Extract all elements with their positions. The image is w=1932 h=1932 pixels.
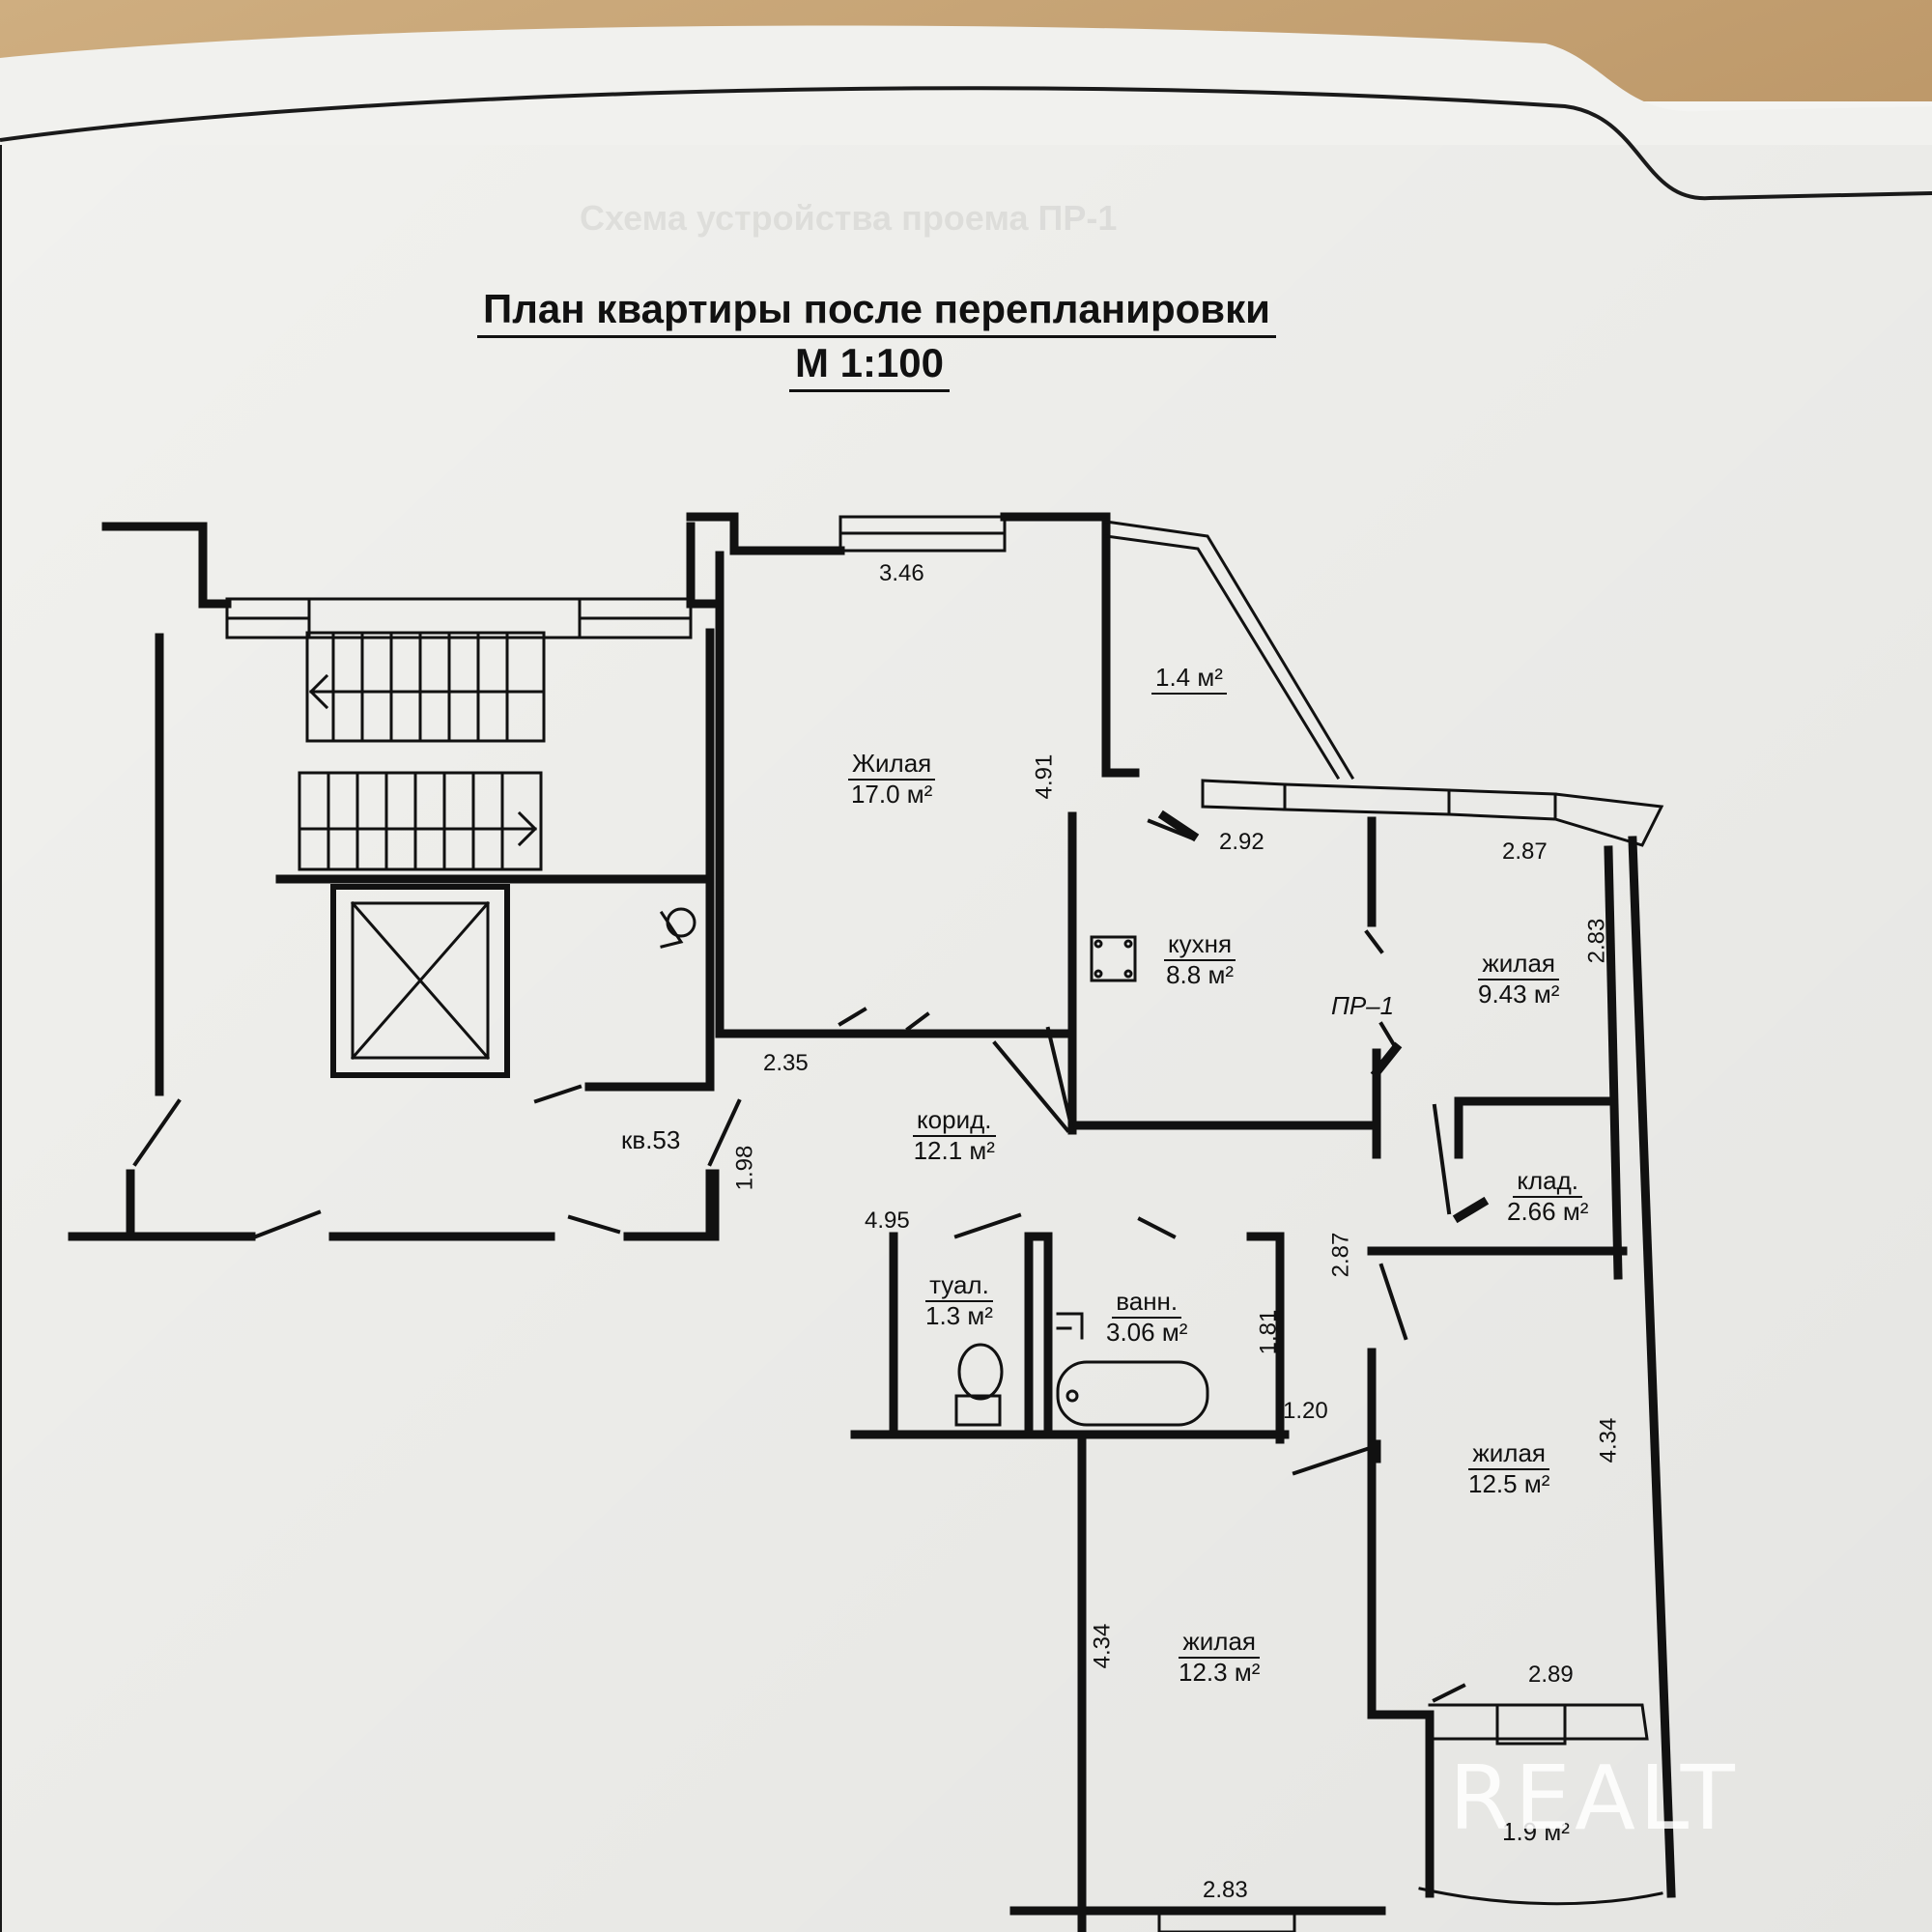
ghost-title: Схема устройства проема ПР-1 (580, 198, 1118, 238)
dim-434-left: 4.34 (1089, 1623, 1116, 1669)
room-bath: ванн. 3.06 м² (1106, 1288, 1187, 1346)
room-area: 12.1 м² (913, 1135, 995, 1165)
room-name: жилая (1468, 1439, 1549, 1470)
room-area: 1.3 м² (925, 1300, 993, 1330)
plan-title: План квартиры после перепланировки (411, 286, 1343, 338)
room-area: 12.3 м² (1179, 1657, 1261, 1687)
room-name: ванн. (1112, 1288, 1182, 1319)
dim-181: 1.81 (1255, 1309, 1282, 1355)
realt-watermark: REALT (1449, 1747, 1739, 1850)
room-area: 2.66 м² (1507, 1196, 1589, 1226)
dim-287-top: 2.87 (1502, 838, 1548, 865)
room-name: туал. (925, 1271, 993, 1302)
apartment-label: кв.53 (621, 1125, 681, 1154)
dim-346: 3.46 (879, 560, 924, 586)
room-living-123: жилая 12.3 м² (1179, 1628, 1260, 1686)
room-area: 1.4 м² (1151, 664, 1227, 695)
room-name: клад. (1513, 1167, 1583, 1198)
room-area: 9.43 м² (1478, 979, 1560, 1009)
room-balcony-bottom: 1.9 м² (1502, 1818, 1570, 1846)
dim-198: 1.98 (731, 1145, 758, 1191)
dim-495: 4.95 (865, 1208, 910, 1234)
room-area: 17.0 м² (850, 779, 933, 809)
room-pantry: клад. 2.66 м² (1507, 1167, 1588, 1225)
dim-491: 4.91 (1031, 753, 1058, 800)
dim-287-mid: 2.87 (1327, 1232, 1354, 1278)
dim-289: 2.89 (1528, 1662, 1574, 1688)
dim-283-bottom: 2.83 (1203, 1877, 1248, 1903)
dim-292: 2.92 (1219, 829, 1264, 855)
room-living-125: жилая 12.5 м² (1468, 1439, 1549, 1497)
plan-scale: М 1:100 (768, 340, 971, 392)
room-name: кухня (1164, 930, 1236, 961)
dim-283-right: 2.83 (1583, 918, 1610, 964)
room-toilet: туал. 1.3 м² (925, 1271, 993, 1329)
room-name: жилая (1179, 1628, 1260, 1659)
room-area: 3.06 м² (1106, 1317, 1188, 1347)
dim-235: 2.35 (763, 1050, 809, 1076)
floor-plan (68, 512, 1676, 1932)
room-area: 12.5 м² (1468, 1468, 1550, 1498)
dim-434-right: 4.34 (1595, 1417, 1622, 1463)
room-name: Жилая (848, 750, 936, 781)
dim-120: 1.20 (1283, 1398, 1328, 1424)
room-kitchen: кухня 8.8 м² (1164, 930, 1236, 988)
room-name: жилая (1478, 950, 1559, 980)
room-living-943: жилая 9.43 м² (1478, 950, 1559, 1008)
room-area: 8.8 м² (1166, 959, 1234, 989)
room-balcony-top: 1.4 м² (1151, 664, 1227, 695)
stair-treads (327, 631, 509, 871)
room-area: 1.9 м² (1502, 1817, 1570, 1846)
room-living-17: Жилая 17.0 м² (848, 750, 936, 809)
room-name: корид. (913, 1106, 996, 1137)
redevelopment-tag: ПР–1 (1331, 991, 1395, 1020)
room-corridor: корид. 12.1 м² (913, 1106, 996, 1164)
